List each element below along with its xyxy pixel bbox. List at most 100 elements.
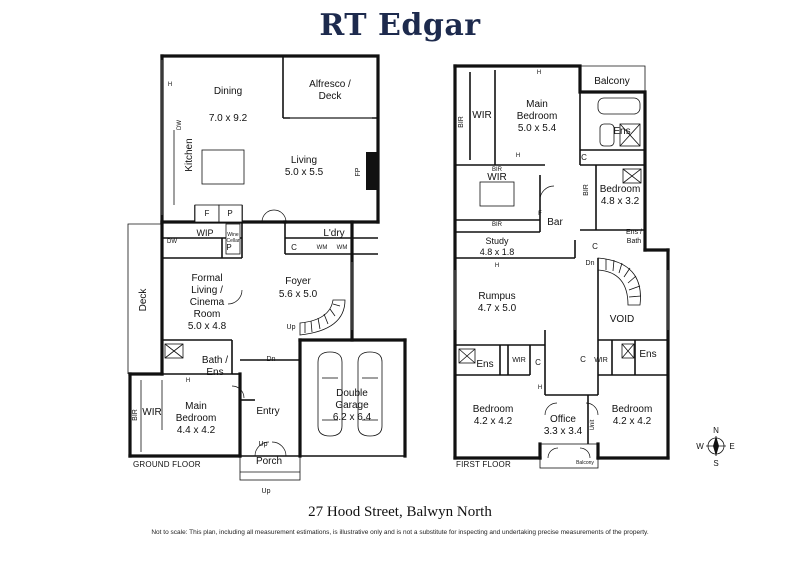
living-label: Living — [291, 155, 317, 166]
ff-main-bedroom-dims: 5.0 x 5.4 — [518, 123, 557, 134]
wir-r-label: WIR — [594, 357, 608, 364]
bedroom-l-label: Bedroom — [473, 404, 514, 415]
entry-up-mark: Up — [259, 441, 268, 448]
ground-main-bedroom-dims: 4.4 x 4.2 — [177, 425, 216, 436]
ground-main-bedroom-label: Main — [185, 401, 207, 412]
bir-side-label: BIR — [458, 116, 465, 128]
bath-label-2: Ens — [206, 367, 223, 378]
dining-dims: 7.0 x 9.2 — [209, 113, 248, 124]
ff-c-mark-2: C — [592, 242, 598, 251]
garage-dims: 6.2 x 6.4 — [333, 412, 372, 423]
wir-top-label: WIR — [472, 110, 491, 121]
ground-bir-label: BIR — [132, 409, 139, 421]
ground-wir-label: WIR — [142, 407, 161, 418]
wir-mid-label: WIR — [487, 172, 506, 183]
h-mark-dining: H — [168, 82, 172, 88]
ens-bath-label: Ens / — [626, 229, 642, 236]
bedroom-r-dims: 4.8 x 3.2 — [601, 196, 640, 207]
bedroom-l-dims: 4.2 x 4.2 — [474, 416, 513, 427]
study-label: Study — [485, 236, 509, 246]
void-label: VOID — [610, 314, 634, 325]
ff-main-bedroom-label-2: Bedroom — [517, 111, 558, 122]
deck-label: Deck — [138, 288, 149, 312]
porch-label: Porch — [256, 456, 282, 467]
ground-floor-plan — [127, 54, 407, 481]
balcony-bottom-label: Balcony — [576, 460, 594, 466]
first-floor-plan — [453, 64, 670, 469]
ff-c-mark-1: C — [581, 153, 587, 162]
ens-bath-label-2: Bath — [627, 238, 642, 245]
ff-c-mark-3: C — [535, 358, 541, 367]
fridge-mark: F — [205, 209, 210, 218]
wine-label: Wine — [227, 232, 239, 238]
ens-top-label: Ens — [613, 126, 630, 137]
wm-mark-2: WM — [337, 245, 348, 251]
wip-label: WIP — [197, 228, 214, 238]
formal-line-2: Living / — [191, 285, 223, 296]
unit-label: Unit — [590, 419, 596, 430]
dw-mark: DW — [167, 239, 177, 245]
alfresco-label: Alfresco / — [309, 79, 351, 90]
office-dims: 3.3 x 3.4 — [544, 426, 583, 437]
bedroom-rb-dims: 4.2 x 4.2 — [613, 416, 652, 427]
pantry-mark-2: P — [226, 243, 231, 252]
kitchen-label: Kitchen — [184, 138, 195, 171]
compass-n: N — [713, 426, 719, 435]
compass-e: E — [729, 442, 734, 451]
compass-icon — [706, 436, 726, 456]
stairs-dn-mark: Dn — [267, 356, 276, 363]
bir-r-label: BIR — [583, 184, 590, 196]
foyer-dims: 5.6 x 5.0 — [279, 289, 318, 300]
cellar-label: Cellar — [226, 238, 239, 244]
laundry-label: L'dry — [323, 228, 344, 239]
ground-main-bedroom-label-2: Bedroom — [176, 413, 217, 424]
fp-mark: FP — [355, 167, 362, 176]
alfresco-label-2: Deck — [319, 91, 343, 102]
disclaimer-text: Not to scale: This plan, including all m… — [151, 529, 649, 536]
bir-b-label: BIR — [492, 222, 503, 228]
dw-mark-2: DW — [177, 120, 183, 130]
garage-label: Double — [336, 388, 368, 399]
ground-floor-label: GROUND FLOOR — [133, 460, 201, 469]
rumpus-label: Rumpus — [478, 291, 515, 302]
rumpus-dims: 4.7 x 5.0 — [478, 303, 517, 314]
entry-label: Entry — [256, 406, 279, 417]
brand-logo: RT Edgar — [319, 8, 481, 43]
pantry-mark: P — [227, 209, 232, 218]
study-dims: 4.8 x 1.8 — [480, 247, 515, 257]
h-mark-bedroom: H — [186, 378, 190, 384]
wir-l-label: WIR — [512, 357, 526, 364]
bedroom-rb-label: Bedroom — [612, 404, 653, 415]
ff-h-mark-3: H — [495, 263, 499, 269]
compass-w: W — [696, 442, 704, 451]
ens-r-label: Ens — [639, 349, 656, 360]
first-floor-label: FIRST FLOOR — [456, 460, 511, 469]
wm-mark: WM — [317, 245, 328, 251]
ff-c-mark-4: C — [580, 355, 586, 364]
formal-line-1: Formal — [191, 273, 222, 284]
bath-label: Bath / — [202, 355, 228, 366]
living-dims: 5.0 x 5.5 — [285, 167, 324, 178]
stairs-up-mark: Up — [287, 324, 296, 331]
office-label: Office — [550, 414, 576, 425]
ens-l-label: Ens — [476, 359, 493, 370]
ff-f-mark: F — [538, 211, 542, 217]
ff-h-mark-1: H — [537, 70, 541, 76]
bir-a-label: BIR — [492, 167, 503, 173]
property-address: 27 Hood Street, Balwyn North — [308, 504, 492, 520]
formal-line-4: Room — [194, 309, 221, 320]
foyer-label: Foyer — [285, 276, 311, 287]
balcony-top-label: Balcony — [594, 76, 630, 87]
porch-up-mark: Up — [262, 488, 271, 495]
formal-dims: 5.0 x 4.8 — [188, 321, 227, 332]
cupboard-mark: C — [291, 243, 297, 252]
ff-dn-mark: Dn — [586, 260, 595, 267]
ff-h-mark-4: H — [538, 385, 542, 391]
ff-h-mark-2: H — [516, 153, 520, 159]
bedroom-r-label: Bedroom — [600, 184, 641, 195]
dining-label: Dining — [214, 86, 242, 97]
bar-label: Bar — [547, 217, 563, 228]
ff-main-bedroom-label: Main — [526, 99, 548, 110]
garage-label-2: Garage — [335, 400, 369, 411]
